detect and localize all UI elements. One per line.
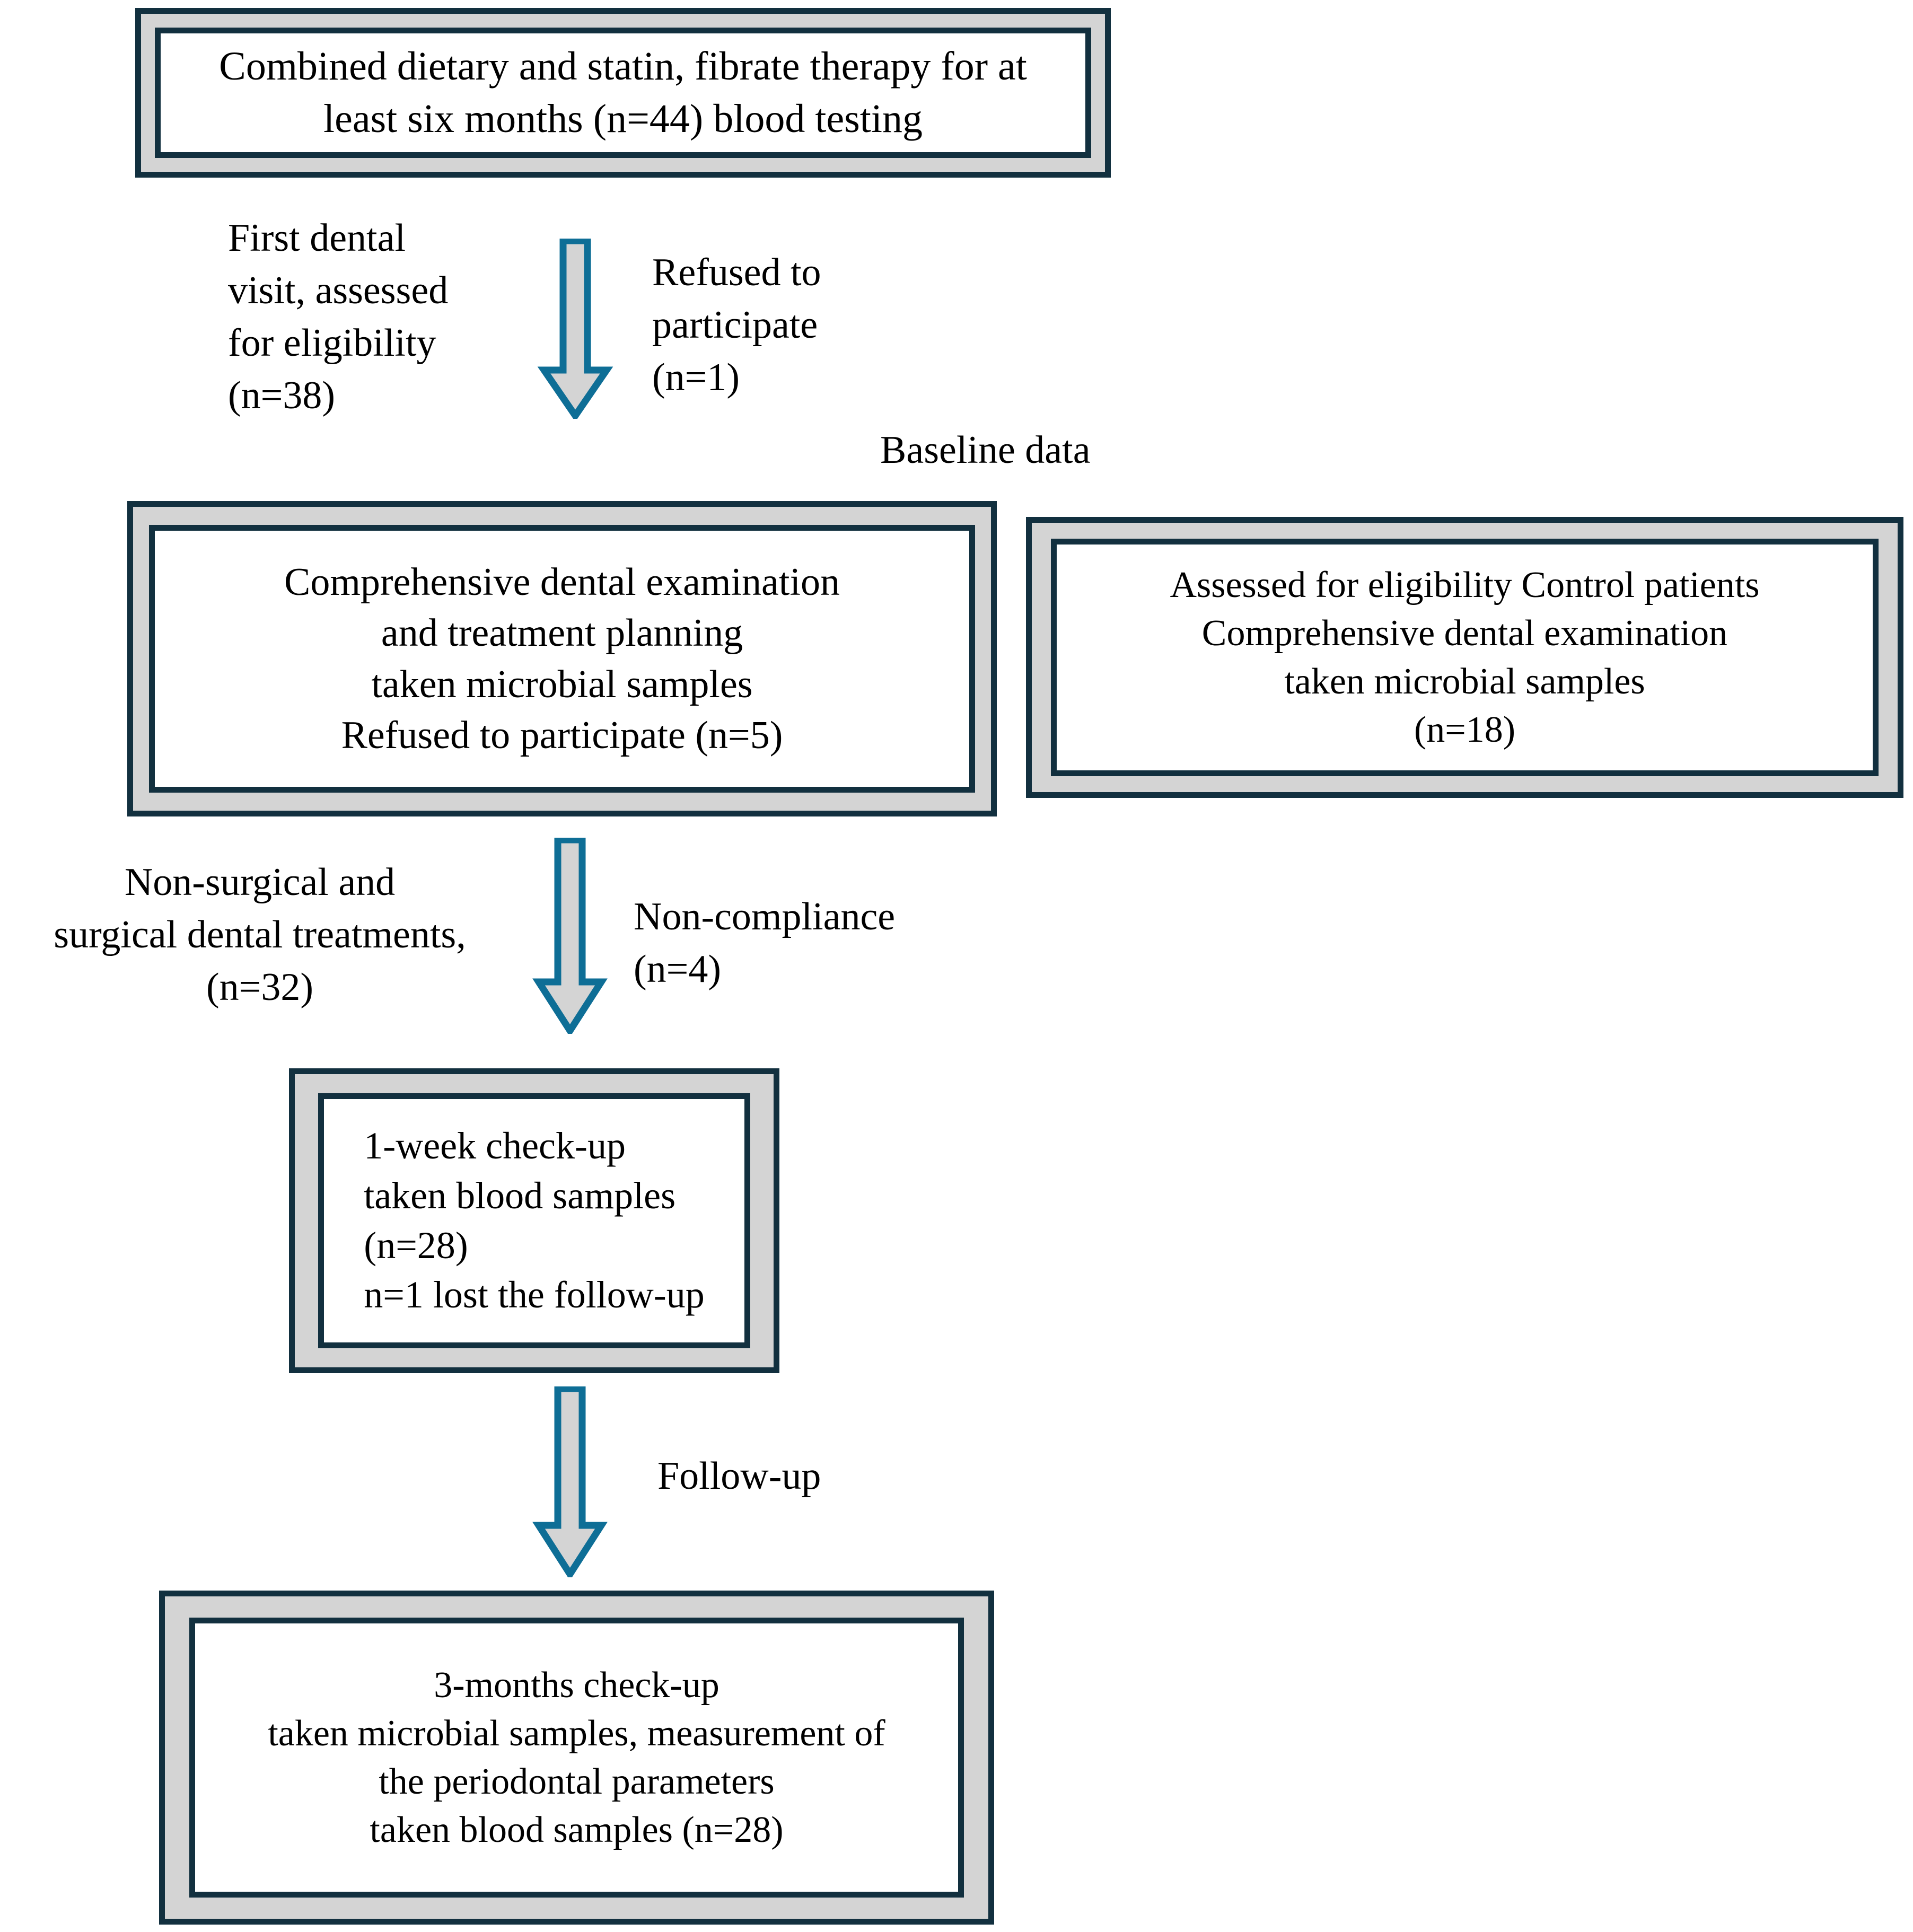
box-week1-checkup-field: 1-week check-up taken blood samples (n=2… [318,1093,750,1348]
down-arrow-icon [532,1386,608,1577]
box-week1-checkup: 1-week check-up taken blood samples (n=2… [289,1068,779,1373]
label-follow-up: Follow-up [657,1454,821,1498]
label-first-dental-visit: First dental visit, assessed for eligibi… [228,216,449,418]
box-control-field: Assessed for eligibility Control patient… [1051,539,1879,776]
box-baseline-exam: Comprehensive dental examination and tre… [127,501,997,816]
arrow-baseline-to-week1 [530,838,610,1034]
label-non-compliance: Non-compliance (n=4) [634,895,896,991]
down-arrow-icon [537,239,613,419]
box-enrollment-field: Combined dietary and statin, fibrate the… [155,28,1091,158]
box-baseline-exam-field: Comprehensive dental examination and tre… [149,525,975,793]
label-dental-treatments: Non-surgical and surgical dental treatme… [54,860,466,1009]
box-baseline-exam-text: Comprehensive dental examination and tre… [284,560,840,757]
box-control-text: Assessed for eligibility Control patient… [1170,565,1760,750]
box-enrollment: Combined dietary and statin, fibrate the… [135,8,1111,178]
box-3months-checkup: 3-months check-up taken microbial sample… [159,1591,994,1925]
arrow-enrollment-to-baseline [536,239,615,419]
box-3months-checkup-text: 3-months check-up taken microbial sample… [268,1665,885,1850]
label-baseline-data: Baseline data [880,428,1091,472]
arrow-week1-to-month3 [530,1386,610,1577]
box-week1-checkup-text: 1-week check-up taken blood samples (n=2… [364,1125,705,1316]
label-refused-to-participate: Refused to participate (n=1) [652,251,821,400]
box-enrollment-text: Combined dietary and statin, fibrate the… [219,44,1027,141]
down-arrow-icon [532,838,608,1034]
box-3months-checkup-field: 3-months check-up taken microbial sample… [189,1618,964,1898]
box-control: Assessed for eligibility Control patient… [1026,517,1903,798]
